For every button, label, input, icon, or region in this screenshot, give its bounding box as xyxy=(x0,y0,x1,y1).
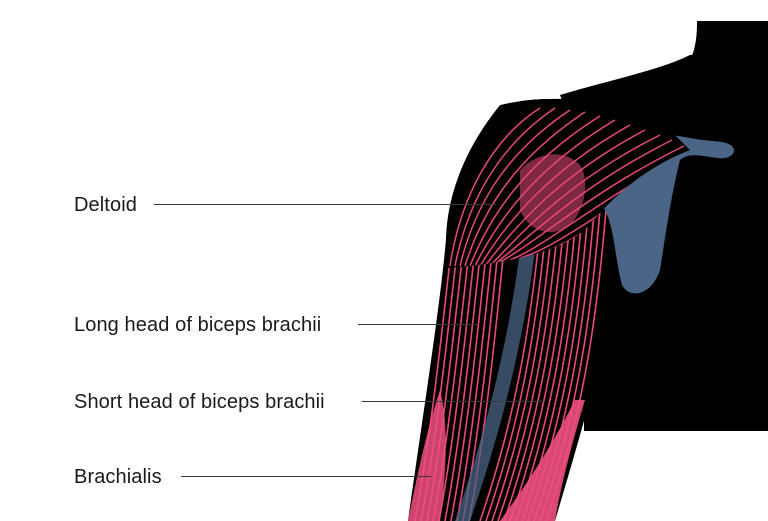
arm-muscle-fibers xyxy=(408,209,607,521)
label-brachialis: Brachialis xyxy=(74,466,162,488)
label-long-head-biceps: Long head of biceps brachii xyxy=(74,314,322,336)
label-deltoid: Deltoid xyxy=(74,194,137,216)
label-short-head-biceps: Short head of biceps brachii xyxy=(74,391,325,413)
leader-line-brachialis xyxy=(181,476,431,478)
leader-line-deltoid xyxy=(154,204,496,206)
leader-line-short-head-biceps xyxy=(362,401,544,403)
leader-line-long-head-biceps xyxy=(358,324,478,326)
deltoid-muscle xyxy=(445,98,690,268)
